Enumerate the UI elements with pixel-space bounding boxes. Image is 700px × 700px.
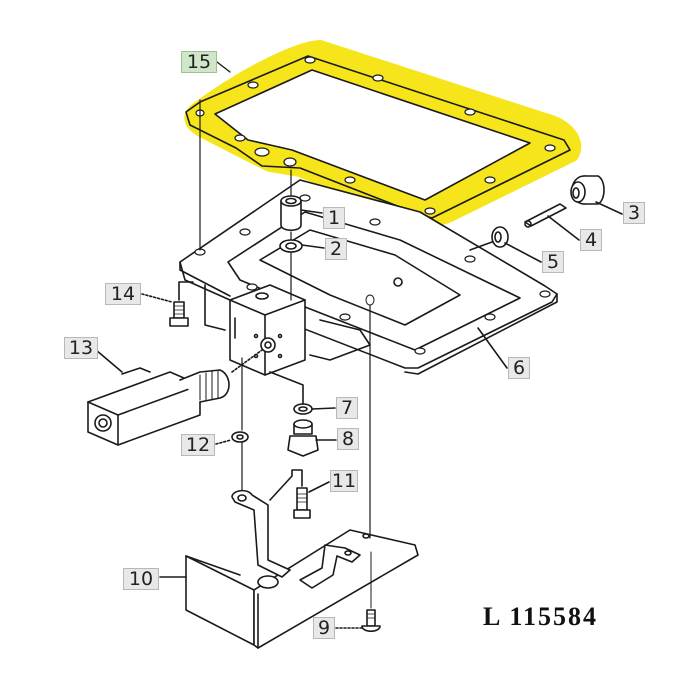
drawing-reference-code: L 115584 <box>483 602 598 631</box>
callout-part-13[interactable]: 13 <box>64 337 98 359</box>
callout-part-15-highlighted[interactable]: 15 <box>181 51 217 73</box>
screw-part-9[interactable] <box>335 551 381 633</box>
cover-plate-part-6[interactable] <box>179 179 558 375</box>
retaining-ring-part-5[interactable] <box>469 226 542 263</box>
callout-part-10[interactable]: 10 <box>123 568 159 590</box>
bolt-part-14[interactable] <box>141 281 194 327</box>
bolt-part-11[interactable] <box>269 469 330 519</box>
washer-part-12[interactable] <box>215 431 249 445</box>
fitting-part-8[interactable] <box>287 419 337 457</box>
callout-part-5[interactable]: 5 <box>542 251 564 273</box>
callout-part-12[interactable]: 12 <box>181 434 215 456</box>
callout-part-9[interactable]: 9 <box>313 617 335 639</box>
valve-block[interactable] <box>229 284 306 376</box>
callout-part-4[interactable]: 4 <box>580 229 602 251</box>
callout-part-2[interactable]: 2 <box>325 238 347 260</box>
mounting-bracket-part-10[interactable] <box>159 489 419 649</box>
plug-part-3[interactable] <box>570 175 623 215</box>
sleeve-part-1[interactable] <box>280 195 323 232</box>
callout-part-1[interactable]: 1 <box>323 207 345 229</box>
callout-part-11[interactable]: 11 <box>330 469 358 492</box>
callout-part-3[interactable]: 3 <box>623 202 645 224</box>
callout-part-6[interactable]: 6 <box>508 357 530 379</box>
gasket-part-15[interactable] <box>184 40 581 227</box>
solenoid-part-13[interactable] <box>87 349 263 446</box>
callout-part-7[interactable]: 7 <box>336 397 358 419</box>
washer-part-7[interactable] <box>269 371 336 415</box>
callout-part-8[interactable]: 8 <box>337 428 359 450</box>
pin-part-4[interactable] <box>524 203 580 241</box>
callout-part-14[interactable]: 14 <box>105 283 141 305</box>
